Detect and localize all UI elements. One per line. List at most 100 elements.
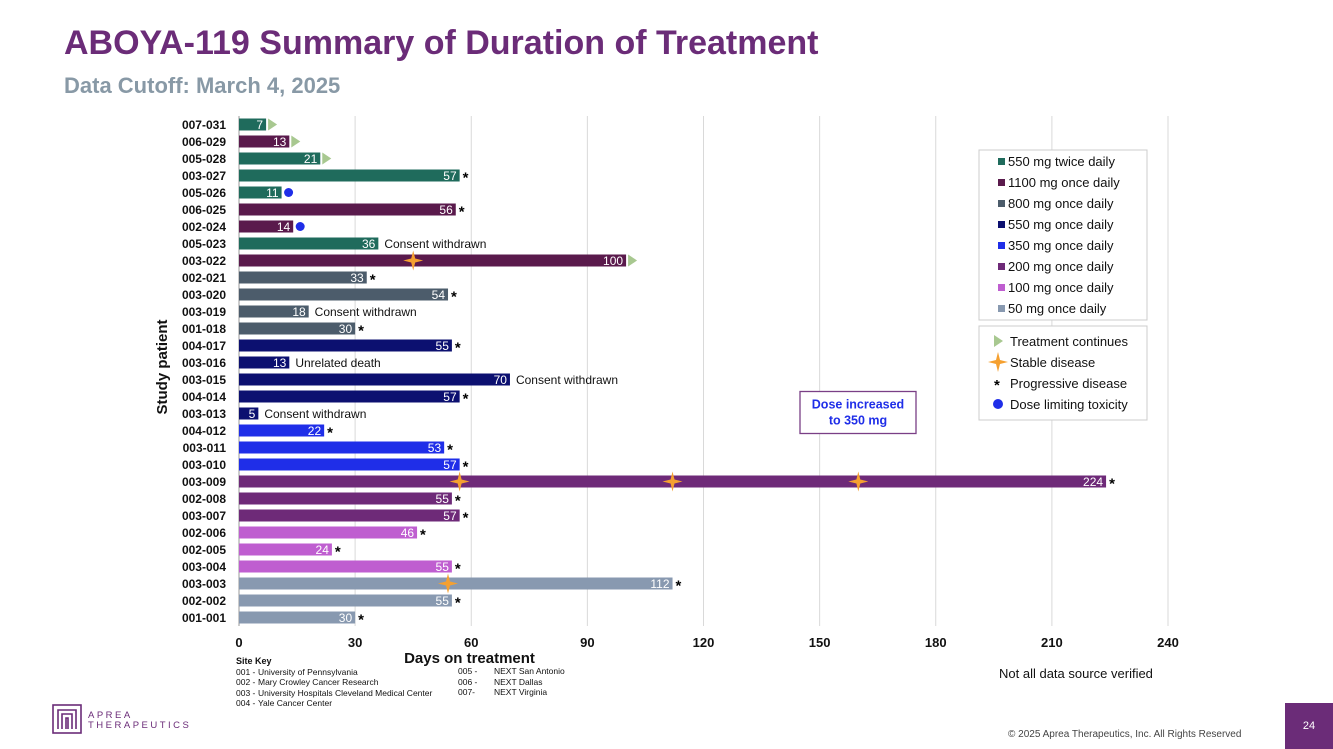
x-tick-label: 150 bbox=[809, 635, 831, 650]
bar-value-label: 57 bbox=[443, 458, 457, 472]
bar-value-label: 21 bbox=[304, 152, 318, 166]
site-key-title: Site Key bbox=[236, 656, 272, 666]
asterisk-marker: * bbox=[463, 510, 469, 527]
bar-value-label: 33 bbox=[350, 271, 364, 285]
legend-label: 100 mg once daily bbox=[1008, 280, 1114, 295]
legend-swatch bbox=[998, 158, 1005, 165]
x-tick-label: 60 bbox=[464, 635, 478, 650]
patient-label: 004-014 bbox=[182, 390, 226, 404]
legend-label: Dose limiting toxicity bbox=[1010, 397, 1128, 412]
site-key-row: 002 -Mary Crowley Cancer Research bbox=[236, 677, 379, 687]
asterisk-marker: * bbox=[459, 204, 465, 221]
bar bbox=[239, 271, 367, 284]
legend-label: Stable disease bbox=[1010, 355, 1095, 370]
patient-label: 003-019 bbox=[182, 305, 226, 319]
bar bbox=[239, 339, 452, 352]
patient-label: 002-021 bbox=[182, 271, 226, 285]
asterisk-icon: * bbox=[994, 377, 1000, 394]
patient-label: 002-005 bbox=[182, 543, 226, 557]
bar bbox=[239, 424, 325, 437]
asterisk-marker: * bbox=[335, 544, 341, 561]
annotation-text: Dose increased bbox=[812, 398, 904, 412]
bar-value-label: 54 bbox=[432, 288, 446, 302]
patient-label: 006-025 bbox=[182, 203, 226, 217]
bar-value-label: 30 bbox=[339, 611, 353, 625]
x-axis-title: Days on treatment bbox=[404, 650, 535, 667]
bar bbox=[239, 526, 418, 539]
bar-value-label: 24 bbox=[316, 543, 330, 557]
site-key-row: 004 -Yale Cancer Center bbox=[236, 698, 333, 708]
bar-value-label: 14 bbox=[277, 220, 291, 234]
bar bbox=[239, 390, 460, 403]
asterisk-marker: * bbox=[455, 595, 461, 612]
bar bbox=[239, 543, 332, 556]
triangle-marker bbox=[268, 118, 278, 131]
bar bbox=[239, 254, 627, 267]
bar-value-label: 7 bbox=[256, 118, 263, 132]
bar-value-label: 18 bbox=[292, 305, 306, 319]
bar bbox=[239, 203, 456, 216]
bar-value-label: 13 bbox=[273, 135, 287, 149]
bar-value-label: 53 bbox=[428, 441, 442, 455]
bar-value-label: 224 bbox=[1083, 475, 1103, 489]
triangle-marker bbox=[322, 152, 332, 165]
y-axis-title: Study patient bbox=[154, 319, 171, 414]
patient-label: 001-001 bbox=[182, 611, 226, 625]
bar-value-label: 30 bbox=[339, 322, 353, 336]
x-tick-label: 210 bbox=[1041, 635, 1063, 650]
dot-marker bbox=[284, 188, 294, 197]
legend-label: Progressive disease bbox=[1010, 376, 1127, 391]
legend-swatch bbox=[998, 179, 1005, 186]
bar bbox=[239, 220, 294, 233]
patient-label: 002-008 bbox=[182, 492, 226, 506]
bar bbox=[239, 288, 449, 301]
patient-label: 003-015 bbox=[182, 373, 226, 387]
patient-label: 005-028 bbox=[182, 152, 226, 166]
x-tick-label: 180 bbox=[925, 635, 947, 650]
patient-label: 005-026 bbox=[182, 186, 226, 200]
bar bbox=[239, 118, 267, 131]
asterisk-marker: * bbox=[358, 323, 364, 340]
legend-swatch bbox=[998, 263, 1005, 270]
triangle-marker bbox=[291, 135, 301, 148]
bar bbox=[239, 594, 452, 607]
bar-value-label: 55 bbox=[436, 560, 450, 574]
bar-value-label: 46 bbox=[401, 526, 415, 540]
patient-label: 004-012 bbox=[182, 424, 226, 438]
x-tick-label: 120 bbox=[693, 635, 715, 650]
site-key-row: 005 -NEXT San Antonio bbox=[458, 666, 565, 676]
patient-label: 003-004 bbox=[182, 560, 226, 574]
bar-value-label: 56 bbox=[439, 203, 453, 217]
site-key-row: 006 -NEXT Dallas bbox=[458, 676, 543, 687]
bar bbox=[239, 611, 356, 624]
stable-disease-marker bbox=[403, 250, 424, 271]
bar bbox=[239, 373, 510, 386]
company-name: APREA THERAPEUTICS bbox=[88, 710, 192, 731]
site-key-row: 003 -University Hospitals Cleveland Medi… bbox=[236, 687, 433, 698]
legend-label: 50 mg once daily bbox=[1008, 301, 1107, 316]
annotation-text: to 350 mg bbox=[829, 414, 887, 428]
patient-label: 003-007 bbox=[182, 509, 226, 523]
patient-label: 002-006 bbox=[182, 526, 226, 540]
stable-disease-marker bbox=[449, 471, 470, 492]
legend-swatch bbox=[998, 242, 1005, 249]
patient-label: 004-017 bbox=[182, 339, 226, 353]
site-key-row: 001 -University of Pennsylvania bbox=[236, 666, 358, 677]
patient-label: 002-024 bbox=[182, 220, 226, 234]
bar bbox=[239, 441, 445, 454]
bar-value-label: 11 bbox=[266, 186, 279, 200]
asterisk-marker: * bbox=[358, 612, 364, 629]
asterisk-marker: * bbox=[455, 493, 461, 510]
asterisk-marker: * bbox=[676, 578, 682, 595]
patient-label: 003-013 bbox=[182, 407, 226, 421]
bar-value-label: 13 bbox=[273, 356, 287, 370]
patient-label: 007-031 bbox=[182, 118, 226, 132]
bar-note: Consent withdrawn bbox=[384, 237, 486, 251]
bar-value-label: 57 bbox=[443, 390, 457, 404]
x-tick-label: 90 bbox=[580, 635, 594, 650]
patient-label: 003-003 bbox=[182, 577, 226, 591]
bar bbox=[239, 237, 379, 250]
slide-subtitle: Data Cutoff: March 4, 2025 bbox=[64, 73, 341, 98]
site-key-secondary: 005 -NEXT San Antonio 006 -NEXT Dallas 0… bbox=[458, 666, 565, 698]
triangle-marker bbox=[628, 254, 638, 267]
